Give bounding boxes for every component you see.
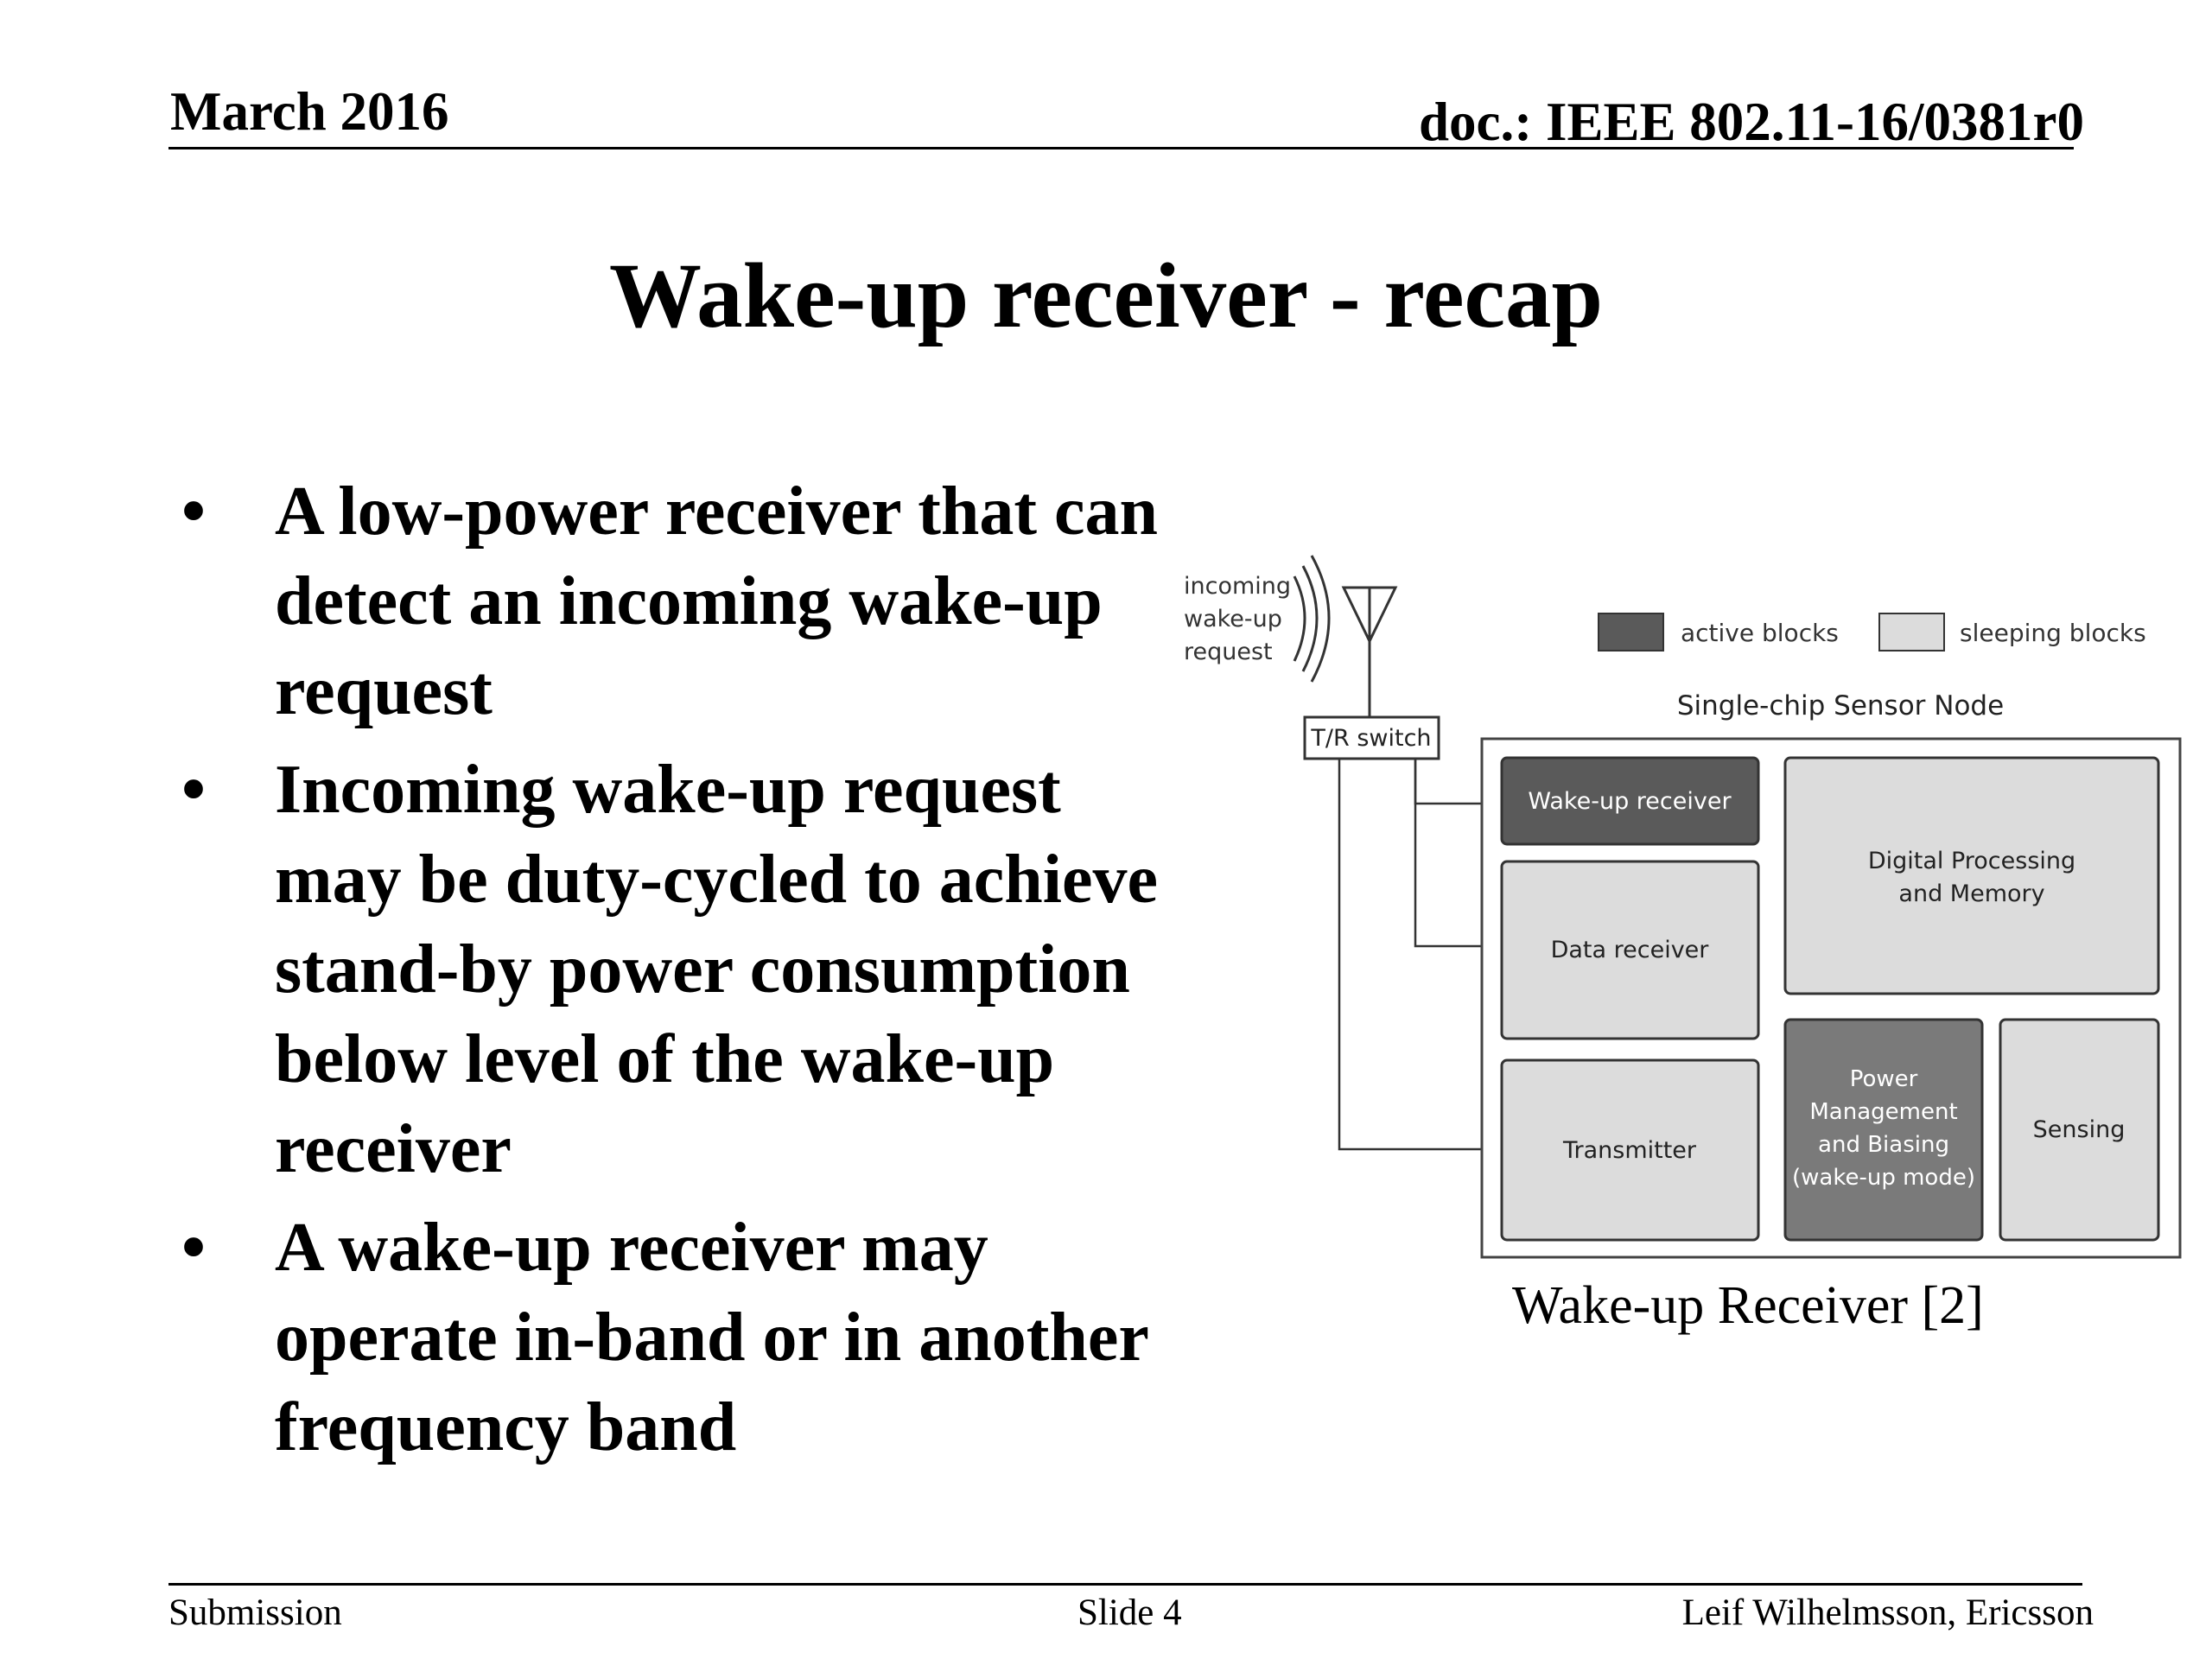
power-management-block — [1783, 1018, 1984, 1242]
slide-title: Wake-up receiver - recap — [609, 245, 1603, 347]
header-doc-id: doc.: IEEE 802.11-16/0381r0 — [1418, 92, 2084, 152]
wakeup-receiver-diagram: incoming wake-up request T/R switch acti… — [1166, 531, 2186, 1274]
bullet-item: • A wake-up receiver may operate in-band… — [181, 1203, 1175, 1472]
digital-processing-label: Digital Processing — [1868, 848, 2075, 874]
tr-switch-label: T/R switch — [1310, 725, 1431, 752]
antenna-icon — [1341, 586, 1398, 717]
power-management-label: (wake-up mode) — [1792, 1165, 1975, 1191]
figure-caption: Wake-up Receiver [2] — [1512, 1276, 1984, 1335]
footer-slide-number: Slide 4 — [1077, 1592, 1182, 1633]
legend-sleeping-label: sleeping blocks — [1960, 619, 2146, 647]
radio-waves-icon — [1293, 555, 1331, 683]
incoming-label-line: request — [1184, 639, 1273, 665]
bullet-text: A wake-up receiver may operate in-band o… — [275, 1210, 1148, 1465]
data-receiver-label: Data receiver — [1551, 937, 1710, 963]
bullet-marker: • — [181, 1210, 207, 1286]
digital-processing-label: and Memory — [1898, 880, 2044, 907]
digital-processing-block — [1783, 756, 2160, 995]
header-date: March 2016 — [170, 81, 449, 142]
legend-active-label: active blocks — [1681, 619, 1839, 647]
wakeup-receiver-label: Wake-up receiver — [1528, 788, 1732, 815]
footer-submission: Submission — [168, 1592, 342, 1633]
power-management-label: Power — [1850, 1066, 1918, 1092]
diagram-svg: incoming wake-up request T/R switch acti… — [1184, 555, 2182, 1259]
incoming-label-line: wake-up — [1184, 606, 1282, 632]
transmitter-block — [1500, 1058, 1760, 1242]
bullet-list: • A low-power receiver that can detect a… — [181, 467, 1175, 1481]
sensing-block — [1999, 1018, 2160, 1242]
sensor-node-label: Single-chip Sensor Node — [1677, 690, 2004, 721]
bullet-marker: • — [181, 474, 207, 550]
footer-author: Leif Wilhelmsson, Ericsson — [1681, 1592, 2094, 1633]
bullet-text: A low-power receiver that can detect an … — [275, 474, 1158, 729]
power-management-label: Management — [1809, 1099, 1957, 1125]
legend-sleeping-swatch — [1878, 613, 1945, 652]
header-rule — [168, 147, 2074, 149]
bullet-item: • Incoming wake-up request may be duty-c… — [181, 745, 1175, 1194]
bullet-item: • A low-power receiver that can detect a… — [181, 467, 1175, 736]
data-receiver-block — [1500, 860, 1760, 1040]
transmitter-label: Transmitter — [1562, 1137, 1697, 1164]
bullet-text: Incoming wake-up request may be duty-cyc… — [275, 752, 1159, 1187]
bullet-marker: • — [181, 752, 207, 828]
footer-rule — [168, 1583, 2082, 1586]
connection-lines — [1338, 759, 1502, 1151]
sensing-label: Sensing — [2033, 1116, 2126, 1143]
legend-active-swatch — [1598, 613, 1664, 652]
power-management-label: and Biasing — [1818, 1132, 1949, 1158]
incoming-label-line: incoming — [1184, 573, 1291, 600]
wakeup-receiver-block — [1500, 756, 1760, 846]
tr-switch-box — [1303, 715, 1440, 760]
